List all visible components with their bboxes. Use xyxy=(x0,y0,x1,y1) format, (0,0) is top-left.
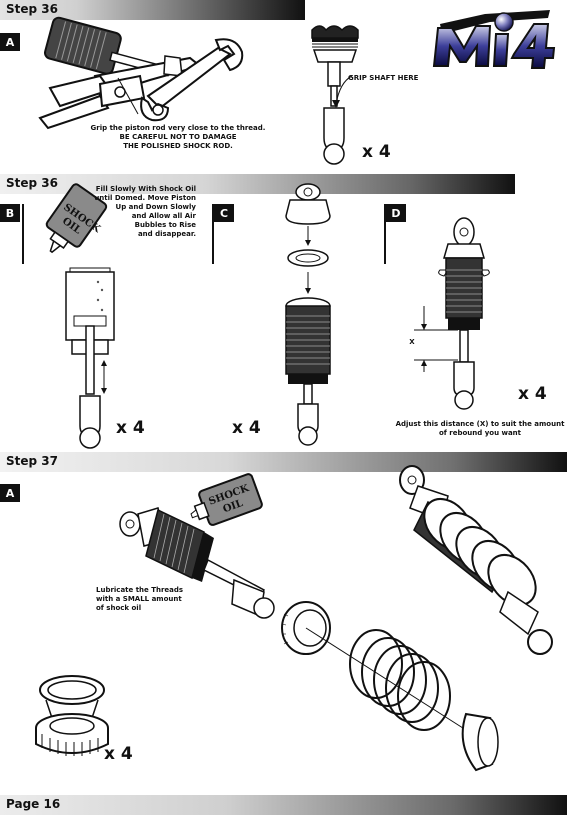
step-label: Step 36 xyxy=(6,2,58,16)
instruction-line: Fill Slowly With Shock Oil xyxy=(95,185,196,193)
spring-collar-detail-drawing xyxy=(35,675,109,756)
mi4-logo-graphic xyxy=(432,10,556,69)
mi4-logo xyxy=(430,4,560,74)
step-header-1: Step 36 xyxy=(0,0,305,20)
shock-exploded-assembly-drawing xyxy=(285,183,331,446)
grip-shaft-label: GRIP SHAFT HERE xyxy=(348,74,419,82)
instruction-line: THE POLISHED SHOCK ROD. xyxy=(123,142,233,150)
panel-b-quantity: x 4 xyxy=(116,418,145,438)
page-footer: Page 16 xyxy=(0,795,567,815)
instruction-line: and Allow all Air xyxy=(131,212,196,220)
dimension-label: X xyxy=(409,338,415,346)
panel-d-instructions: Adjust this distance (X) to suit the amo… xyxy=(394,420,566,438)
grip-arrow xyxy=(332,75,353,108)
panel-badge-c: C xyxy=(214,204,234,222)
step-label: Step 36 xyxy=(6,176,58,190)
shock-rebound-adjust-drawing xyxy=(438,217,490,410)
instruction-line: Lubricate the Threads xyxy=(96,586,184,594)
shock-wrench-drawing xyxy=(140,38,244,122)
step-header-2: Step 36 xyxy=(0,174,515,194)
panel-c-quantity: x 4 xyxy=(232,418,261,438)
shock-body-filling-drawing xyxy=(65,267,115,449)
assembled-shock-with-spring-drawing xyxy=(399,465,553,655)
step-header-3: Step 37 xyxy=(0,452,567,472)
instruction-line: until Domed. Move Piston xyxy=(94,194,196,202)
step-label: Step 37 xyxy=(6,454,58,468)
panel-b-instructions: Fill Slowly With Shock Oil until Domed. … xyxy=(76,185,196,239)
shock-lubricate-drawing xyxy=(119,507,275,619)
instruction-line: of rebound you want xyxy=(438,429,522,437)
panel-a-instructions: Grip the piston rod very close to the th… xyxy=(78,124,278,151)
instruction-line: Bubbles to Rise xyxy=(134,221,196,229)
panel-a2-quantity: x 4 xyxy=(104,744,133,764)
instruction-line: Up and Down Slowly xyxy=(115,203,196,211)
panel-a-quantity: x 4 xyxy=(362,142,391,162)
panel-badge-a: A xyxy=(0,33,20,51)
panel-divider xyxy=(22,204,24,264)
instruction-line: BE CAREFUL NOT TO DAMAGE xyxy=(119,133,237,141)
spring-collar-exploded-drawing xyxy=(281,601,499,772)
instruction-line: and disappear. xyxy=(137,230,196,238)
dimension-x-indicator xyxy=(414,306,458,372)
shock-shaft-vertical-drawing xyxy=(311,25,359,165)
instruction-line: Adjust this distance (X) to suit the amo… xyxy=(395,420,565,428)
page-label: Page 16 xyxy=(6,797,61,811)
instruction-line: with a SMALL amount xyxy=(96,595,182,603)
shock-oil-bottle-drawing: SHOCK OIL xyxy=(190,473,263,526)
panel-divider xyxy=(384,204,386,264)
panel-d-quantity: x 4 xyxy=(518,384,547,404)
panel-badge-a: A xyxy=(0,484,20,502)
shock-oil-bottle-drawing: SHOCK OIL xyxy=(45,183,108,254)
panel-divider xyxy=(212,204,214,264)
instruction-line: Grip the piston rod very close to the th… xyxy=(90,124,266,132)
shock-body-in-pliers-drawing xyxy=(38,16,203,130)
panel-a2-instructions: Lubricate the Threads with a SMALL amoun… xyxy=(96,586,206,613)
panel-badge-d: D xyxy=(386,204,406,222)
instruction-line: of shock oil xyxy=(96,604,142,612)
panel-badge-b: B xyxy=(0,204,20,222)
